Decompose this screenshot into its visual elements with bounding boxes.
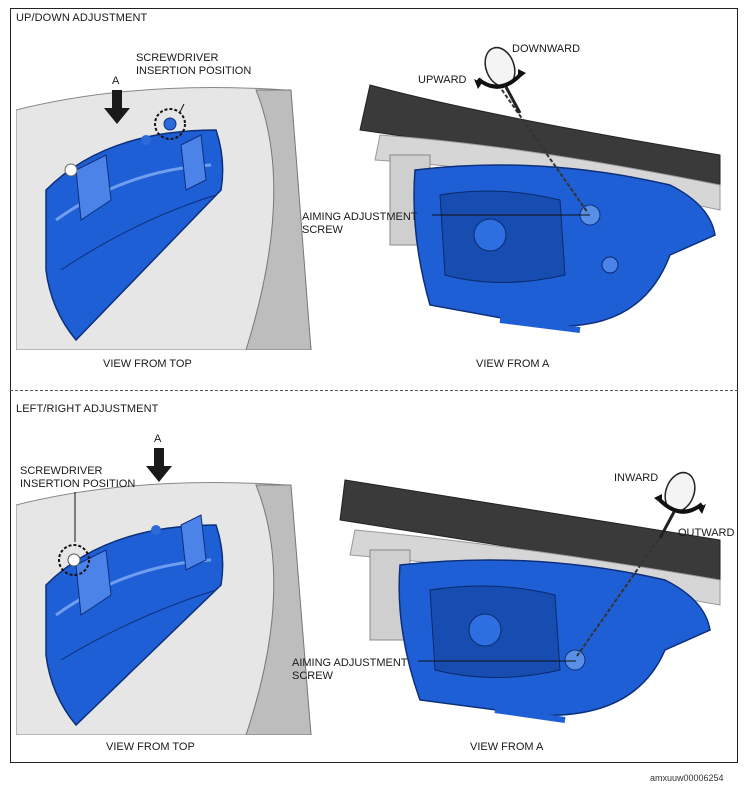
view-arrow-a-icon [104,90,130,124]
direction-downward-label: DOWNWARD [512,43,581,55]
direction-inward-label: INWARD [614,472,659,484]
section-title-updown: UP/DOWN ADJUSTMENT [16,12,148,24]
aiming-screw-leader-line [432,214,590,216]
aiming-screw-label: AIMING ADJUSTMENT SCREW [302,211,418,236]
caption-view-from-a: VIEW FROM A [470,741,544,753]
view-arrow-label: A [112,75,120,87]
insertion-position-marker [154,104,186,140]
leftright-view-a-illustration [339,479,721,723]
view-arrow-label: A [154,433,162,445]
updown-view-a-illustration [359,79,721,333]
insertion-position-marker [58,544,90,576]
aiming-screw-label: AIMING ADJUSTMENT SCREW [292,657,408,682]
leftright-top-view-illustration [16,482,312,735]
section-divider [10,390,738,391]
screwdriver-position-callout: SCREWDRIVER INSERTION POSITION [136,52,252,77]
aiming-screw-leader-line [418,660,576,662]
caption-view-from-top: VIEW FROM TOP [103,358,192,370]
diagram-frame [10,8,738,763]
caption-view-from-top: VIEW FROM TOP [106,741,195,753]
screwdriver-icon [654,471,706,539]
screwdriver-icon [474,46,526,114]
direction-outward-label: OUTWARD [678,527,735,539]
updown-top-view-illustration [16,87,312,350]
figure-code: amxuuw00006254 [650,773,724,783]
section-title-leftright: LEFT/RIGHT ADJUSTMENT [16,403,159,415]
callout-leader-line [74,492,76,542]
direction-upward-label: UPWARD [418,74,467,86]
caption-view-from-a: VIEW FROM A [476,358,550,370]
view-arrow-a-icon [146,448,172,482]
screwdriver-position-callout: SCREWDRIVER INSERTION POSITION [20,465,136,490]
